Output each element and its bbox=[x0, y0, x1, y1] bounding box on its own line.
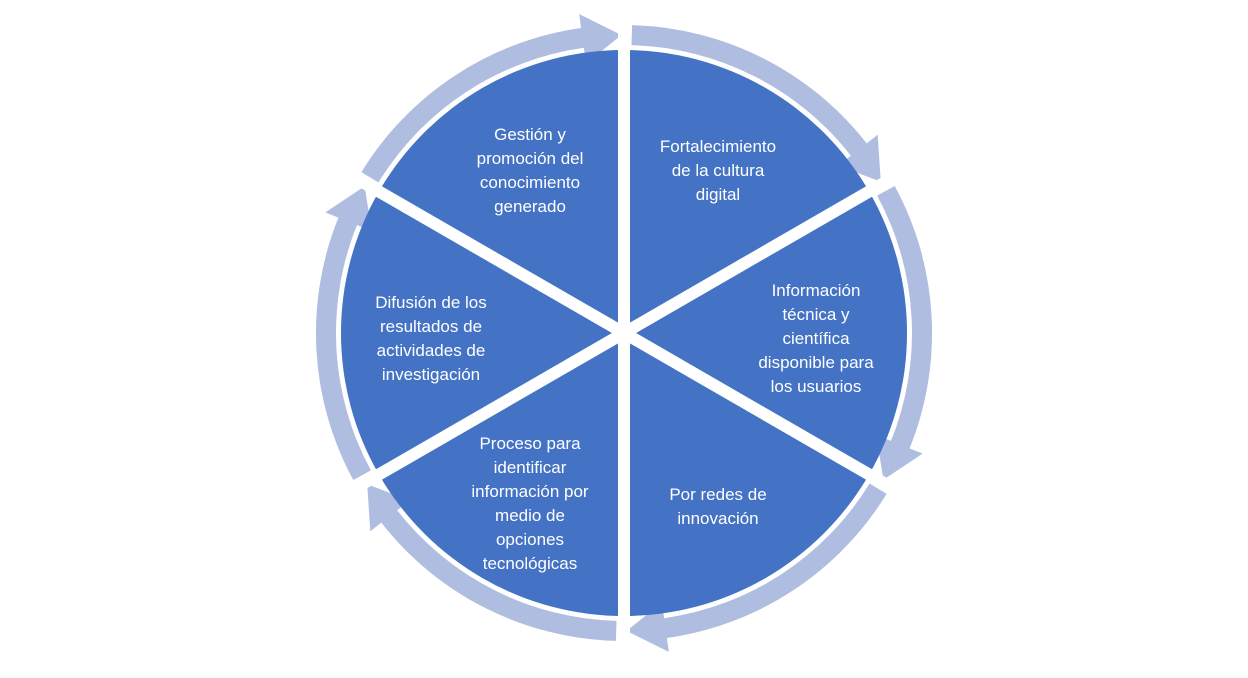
segment-label-line: medio de bbox=[495, 506, 565, 525]
cycle-arrow-top-right bbox=[631, 25, 881, 182]
segment-label-line: Gestión y bbox=[494, 125, 566, 144]
segment-separators bbox=[338, 7, 910, 659]
segment-label-line: Difusión de los bbox=[375, 293, 487, 312]
segment-label-line: actividades de bbox=[377, 341, 486, 360]
cycle-arrow-left bbox=[315, 186, 372, 481]
segment-label-line: digital bbox=[696, 185, 740, 204]
segment-label-left: Difusión de los resultados de actividades … bbox=[375, 293, 487, 384]
segment-bottom-left bbox=[378, 333, 624, 616]
separator-line bbox=[620, 164, 910, 339]
cycle-arrow-bottom-left bbox=[367, 484, 617, 641]
separator-line bbox=[620, 327, 910, 502]
segment-bottom-right bbox=[624, 333, 870, 616]
separator-line bbox=[338, 327, 628, 502]
segment-label-line: Proceso para bbox=[479, 434, 581, 453]
cycle-arrow-right bbox=[876, 186, 933, 480]
segment-top-right bbox=[624, 50, 870, 333]
segment-label-line: científica bbox=[782, 329, 850, 348]
separator-line bbox=[338, 164, 628, 339]
cycle-arrow-bottom-right bbox=[626, 483, 887, 652]
cycle-segments bbox=[340, 49, 908, 616]
segment-label-line: investigación bbox=[382, 365, 480, 384]
segment-label-line: identificar bbox=[494, 458, 567, 477]
cycle-arrow-top-left bbox=[361, 14, 622, 183]
segment-label-line: resultados de bbox=[380, 317, 482, 336]
segment-label-top-left: Gestión y promoción del conocimiento genera… bbox=[477, 125, 584, 216]
segment-label-line: tecnológicas bbox=[483, 554, 578, 573]
segment-label-right: Información técnica y científica disponible… bbox=[758, 281, 874, 396]
segment-label-bottom-left: Proceso para identificar información por me… bbox=[471, 434, 589, 573]
segment-label-line: conocimiento bbox=[480, 173, 580, 192]
segment-label-top-right: Fortalecimiento de la cultura digital bbox=[660, 137, 776, 204]
segment-label-line: los usuarios bbox=[771, 377, 862, 396]
segment-label-bottom-right: Por redes de innovación bbox=[669, 485, 766, 528]
cycle-arrows bbox=[315, 14, 933, 652]
segment-label-line: técnica y bbox=[782, 305, 850, 324]
segment-label-line: innovación bbox=[677, 509, 758, 528]
segment-label-line: Información bbox=[772, 281, 861, 300]
segment-label-line: información por bbox=[471, 482, 589, 501]
segment-label-line: generado bbox=[494, 197, 566, 216]
segment-label-line: Fortalecimiento bbox=[660, 137, 776, 156]
segment-label-line: promoción del bbox=[477, 149, 584, 168]
segment-labels: Fortalecimiento de la cultura digitalInfor… bbox=[375, 125, 874, 573]
segment-right bbox=[624, 191, 908, 475]
segment-label-line: de la cultura bbox=[672, 161, 765, 180]
segment-label-line: opciones bbox=[496, 530, 564, 549]
segment-label-line: disponible para bbox=[758, 353, 874, 372]
segment-top-left bbox=[378, 49, 624, 333]
segment-left bbox=[340, 191, 624, 475]
segment-label-line: Por redes de bbox=[669, 485, 766, 504]
